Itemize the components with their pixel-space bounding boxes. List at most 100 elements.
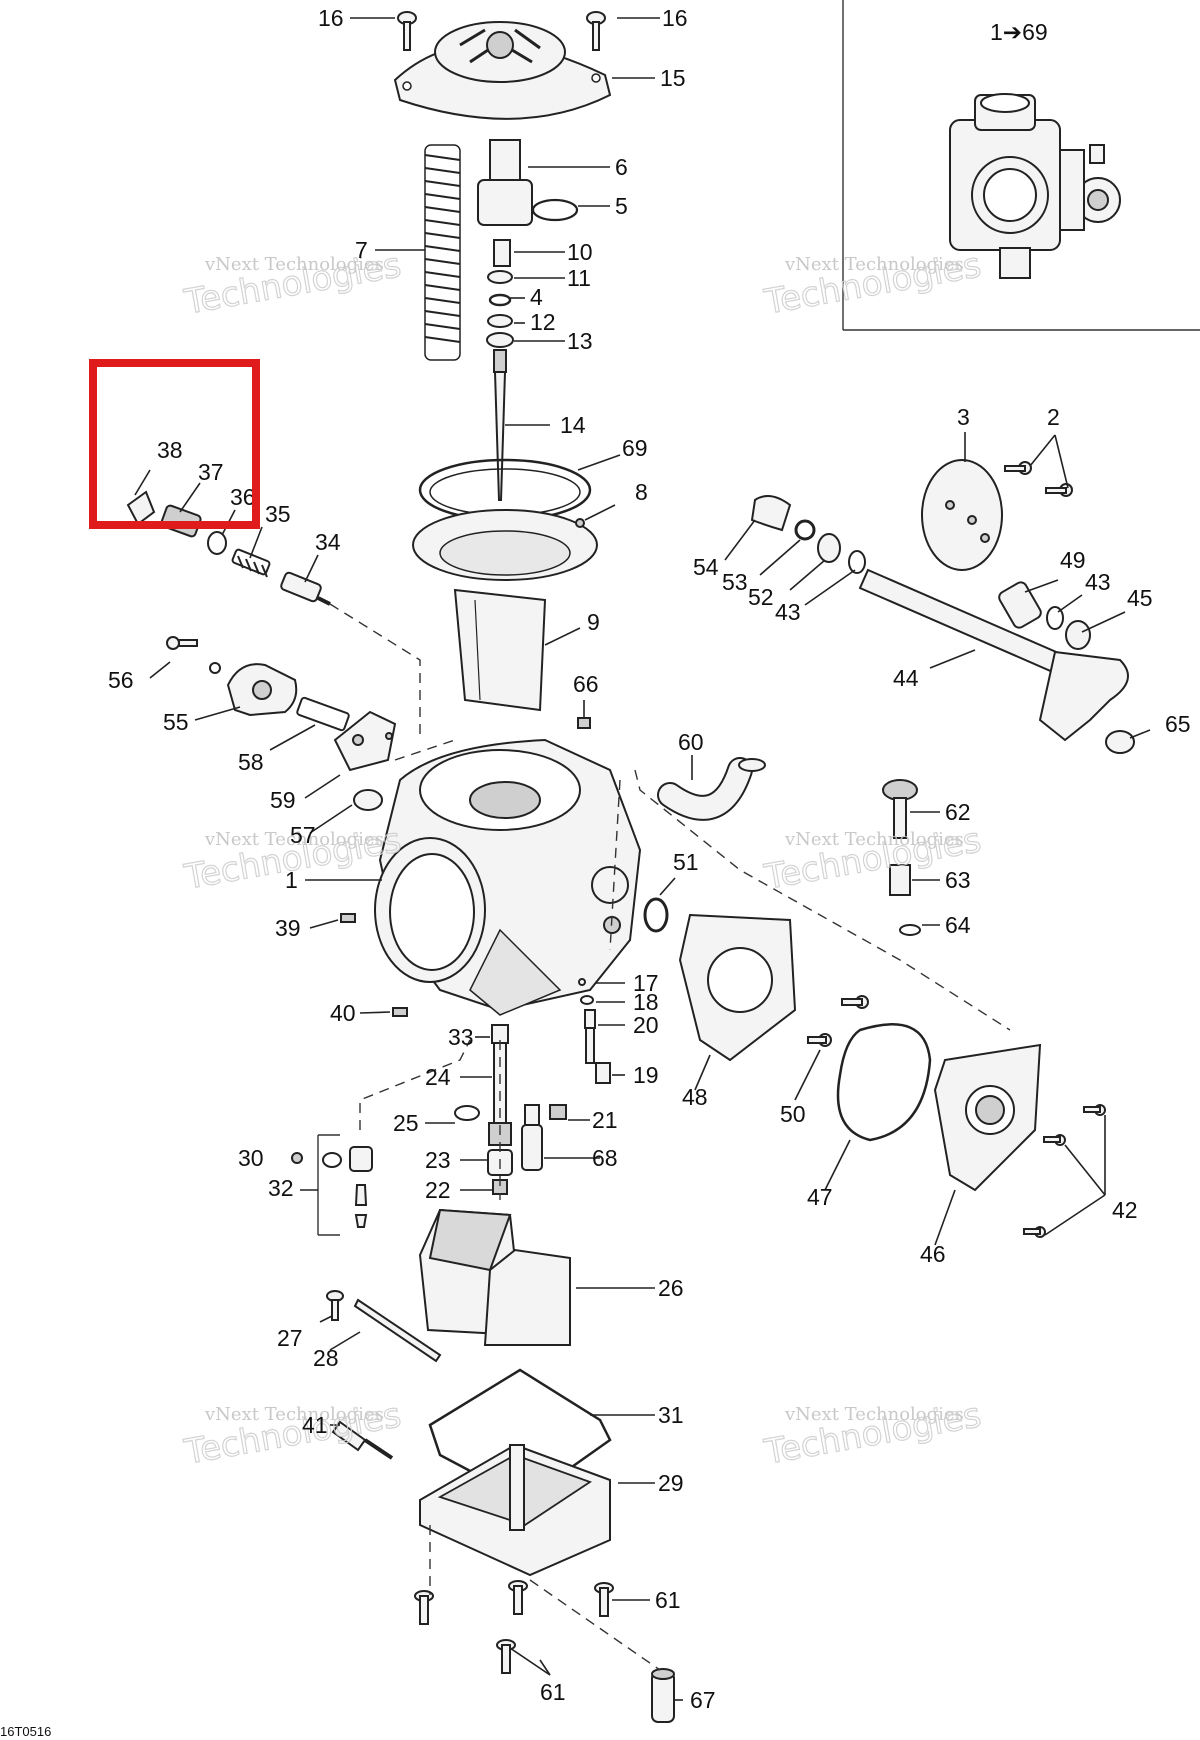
adjust-screw-62[interactable]	[882, 779, 918, 839]
callout-10[interactable]: 10	[567, 239, 593, 265]
callout-48[interactable]: 48	[682, 1084, 708, 1110]
float-26[interactable]	[418, 1208, 571, 1346]
callout-16[interactable]: 16	[318, 5, 344, 31]
cover-screw-right[interactable]	[586, 11, 606, 51]
callout-66[interactable]: 66	[573, 671, 599, 697]
callout-15[interactable]: 15	[660, 65, 686, 91]
callout-16[interactable]: 16	[662, 5, 688, 31]
throttle-spring[interactable]	[424, 144, 461, 361]
callout-69[interactable]: 69	[622, 435, 648, 461]
screw-27[interactable]	[326, 1290, 344, 1321]
throttle-plate-3[interactable]	[921, 459, 1003, 571]
callout-35[interactable]: 35	[265, 501, 291, 527]
callout-20[interactable]: 20	[633, 1012, 659, 1038]
pilot-screw-cap-38[interactable]	[126, 490, 156, 526]
callout-51[interactable]: 51	[673, 849, 699, 875]
callout-24[interactable]: 24	[425, 1064, 451, 1090]
callout-61[interactable]: 61	[540, 1679, 566, 1705]
assembly-inset[interactable]: 1➔69	[842, 0, 1200, 331]
o-ring-51[interactable]	[643, 897, 669, 933]
callout-12[interactable]: 12	[530, 309, 556, 335]
screw-48b[interactable]	[841, 995, 869, 1009]
washer-12[interactable]	[487, 314, 513, 328]
plate-screws-2[interactable]	[1004, 461, 1073, 497]
callout-41[interactable]: 41	[302, 1412, 328, 1438]
jet-21[interactable]	[549, 1104, 567, 1120]
callout-52[interactable]: 52	[748, 584, 774, 610]
washer-13[interactable]	[486, 332, 514, 348]
bowl-screws-61[interactable]	[414, 1580, 614, 1674]
gasket-31[interactable]	[428, 1368, 612, 1502]
o-ring-5[interactable]	[531, 198, 579, 222]
bushing-57[interactable]	[353, 789, 383, 811]
callout-21[interactable]: 21	[592, 1107, 618, 1133]
callout-14[interactable]: 14	[560, 412, 586, 438]
diaphragm-slide[interactable]	[412, 509, 598, 712]
spring-49[interactable]	[997, 580, 1043, 630]
callout-26[interactable]: 26	[658, 1275, 684, 1301]
cover-46[interactable]	[933, 1043, 1042, 1192]
callout-27[interactable]: 27	[277, 1325, 303, 1351]
callout-63[interactable]: 63	[945, 867, 971, 893]
screw-39[interactable]	[340, 913, 356, 923]
callout-56[interactable]: 56	[108, 667, 134, 693]
carburetor-body[interactable]	[374, 738, 642, 1016]
plate-59[interactable]	[333, 710, 397, 772]
callout-9[interactable]: 9	[587, 609, 600, 635]
callout-13[interactable]: 13	[567, 328, 593, 354]
callout-2[interactable]: 2	[1047, 404, 1060, 430]
needle-jet-column[interactable]	[454, 1024, 513, 1195]
gasket-47[interactable]	[836, 1023, 932, 1142]
cover-screw-left[interactable]	[397, 11, 417, 51]
screw-56[interactable]	[166, 636, 198, 650]
callout-18[interactable]: 18	[633, 989, 659, 1015]
seal-45[interactable]	[1065, 620, 1091, 650]
callout-28[interactable]: 28	[313, 1345, 339, 1371]
callout-58[interactable]: 58	[238, 749, 264, 775]
callout-6[interactable]: 6	[615, 154, 628, 180]
callout-53[interactable]: 53	[722, 569, 748, 595]
callout-25[interactable]: 25	[393, 1110, 419, 1136]
callout-7[interactable]: 7	[355, 237, 368, 263]
callout-36[interactable]: 36	[230, 484, 256, 510]
spring-35[interactable]	[231, 548, 271, 578]
callout-45[interactable]: 45	[1127, 585, 1153, 611]
hose-60[interactable]	[657, 757, 766, 821]
washer-56[interactable]	[209, 662, 221, 674]
screw-40[interactable]	[392, 1007, 408, 1017]
callout-8[interactable]: 8	[635, 479, 648, 505]
jet-68[interactable]	[521, 1104, 543, 1171]
callout-65[interactable]: 65	[1165, 711, 1191, 737]
selection-highlight-box[interactable]	[89, 359, 260, 529]
callout-43[interactable]: 43	[1085, 569, 1111, 595]
o-ring-36[interactable]	[207, 531, 227, 555]
callout-19[interactable]: 19	[633, 1062, 659, 1088]
washer-64[interactable]	[899, 924, 921, 936]
washer-11[interactable]	[487, 270, 513, 284]
callout-47[interactable]: 47	[807, 1184, 833, 1210]
callout-23[interactable]: 23	[425, 1147, 451, 1173]
bushing-54[interactable]	[750, 495, 792, 532]
callout-54[interactable]: 54	[693, 554, 719, 580]
callout-4[interactable]: 4	[530, 284, 543, 310]
callout-1[interactable]: 1	[285, 867, 298, 893]
callout-43[interactable]: 43	[775, 599, 801, 625]
callout-33[interactable]: 33	[448, 1024, 474, 1050]
callout-44[interactable]: 44	[893, 665, 919, 691]
callout-31[interactable]: 31	[658, 1402, 684, 1428]
screw-50[interactable]	[807, 1033, 832, 1047]
callout-40[interactable]: 40	[330, 1000, 356, 1026]
callout-59[interactable]: 59	[270, 787, 296, 813]
callout-3[interactable]: 3	[957, 404, 970, 430]
callout-34[interactable]: 34	[315, 529, 341, 555]
washer-43a[interactable]	[848, 550, 866, 574]
callout-55[interactable]: 55	[163, 709, 189, 735]
float-pin-28[interactable]	[353, 1298, 442, 1363]
callout-22[interactable]: 22	[425, 1177, 451, 1203]
drain-screw-41[interactable]	[331, 1420, 394, 1460]
needle-holder[interactable]	[477, 139, 533, 226]
callout-32[interactable]: 32	[268, 1175, 294, 1201]
top-cover[interactable]	[393, 21, 612, 120]
float-bowl-29[interactable]	[419, 1443, 611, 1577]
spring-58[interactable]	[296, 696, 350, 732]
